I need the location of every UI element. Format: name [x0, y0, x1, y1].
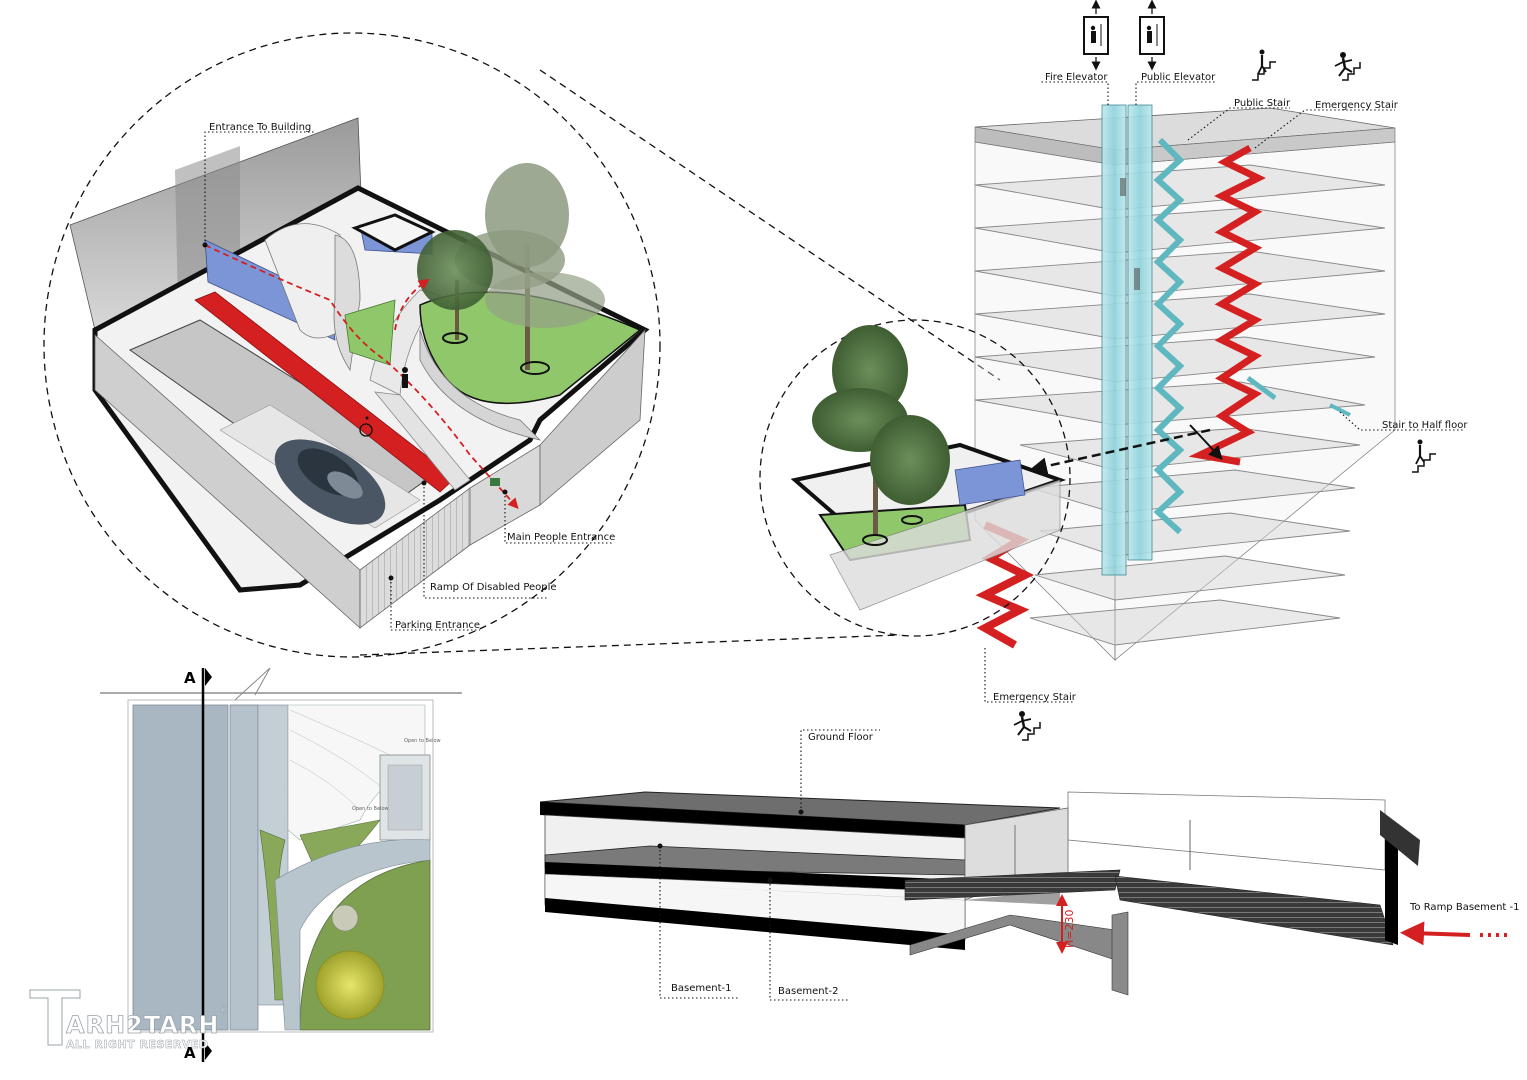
label-entrance-to-building: Entrance To Building [209, 122, 311, 133]
watermark: ARH2TARH ALL RIGHT RESERVED © [29, 989, 229, 1051]
floor-plan: Open to Below Open to Below A A ARH2TARH… [29, 667, 462, 1062]
label-basement-1: Basement-1 [671, 983, 731, 994]
label-emergency-stair-top: Emergency Stair [1315, 100, 1399, 111]
watermark-copyright: © [219, 1005, 229, 1016]
section-mark-a-top: A [184, 669, 196, 687]
half-floor-stair-icon [1412, 439, 1436, 473]
note-open-to-below-1: Open to Below [404, 738, 441, 744]
zoom-connectors [359, 69, 1001, 656]
public-stair [1153, 137, 1185, 535]
courtyard-detail-view [759, 319, 1071, 637]
height-label: H=230 [1063, 910, 1076, 948]
label-basement-2: Basement-2 [778, 986, 838, 997]
watermark-brand: ARH2TARH [66, 1011, 220, 1039]
tree-courtyard [812, 325, 950, 546]
person-icon [402, 367, 408, 388]
tree-short [417, 230, 493, 344]
public-elevator-icon [1139, 0, 1165, 71]
entrance-detail-view: Entrance To Building Main People Entranc… [43, 32, 661, 658]
label-public-stair: Public Stair [1234, 98, 1291, 109]
watermark-rights: ALL RIGHT RESERVED [66, 1038, 209, 1051]
label-ramp-disabled: Ramp Of Disabled People [430, 582, 557, 593]
emergency-stair [1188, 144, 1266, 466]
fire-elevator-icon [1083, 0, 1109, 71]
floor-slabs [974, 107, 1396, 166]
elevator-shaft [1101, 104, 1153, 576]
public-stair-icon [1252, 49, 1276, 81]
car [274, 439, 386, 525]
basement-section: H=230 To Ramp Basement -1 Ground Floor B… [539, 729, 1519, 1001]
label-to-ramp: To Ramp Basement -1 [1409, 902, 1519, 913]
emergency-stair-icon-bottom [1013, 711, 1041, 741]
label-public-elevator: Public Elevator [1141, 72, 1216, 83]
label-ground-floor: Ground Floor [808, 732, 874, 743]
tower-labels: Fire Elevator Public Elevator Public Sta… [984, 0, 1468, 741]
note-open-to-below-2: Open to Below [352, 806, 389, 812]
label-fire-elevator: Fire Elevator [1045, 72, 1108, 83]
label-parking-entrance: Parking Entrance [395, 620, 480, 631]
label-main-people-entrance: Main People Entrance [507, 532, 615, 543]
label-stair-half-floor: Stair to Half floor [1382, 420, 1468, 431]
disabled-icon [359, 416, 373, 437]
section-mark-a-bottom: A [184, 1044, 196, 1062]
label-emergency-stair-bottom: Emergency Stair [993, 692, 1077, 703]
emergency-stair-icon [1334, 52, 1361, 81]
